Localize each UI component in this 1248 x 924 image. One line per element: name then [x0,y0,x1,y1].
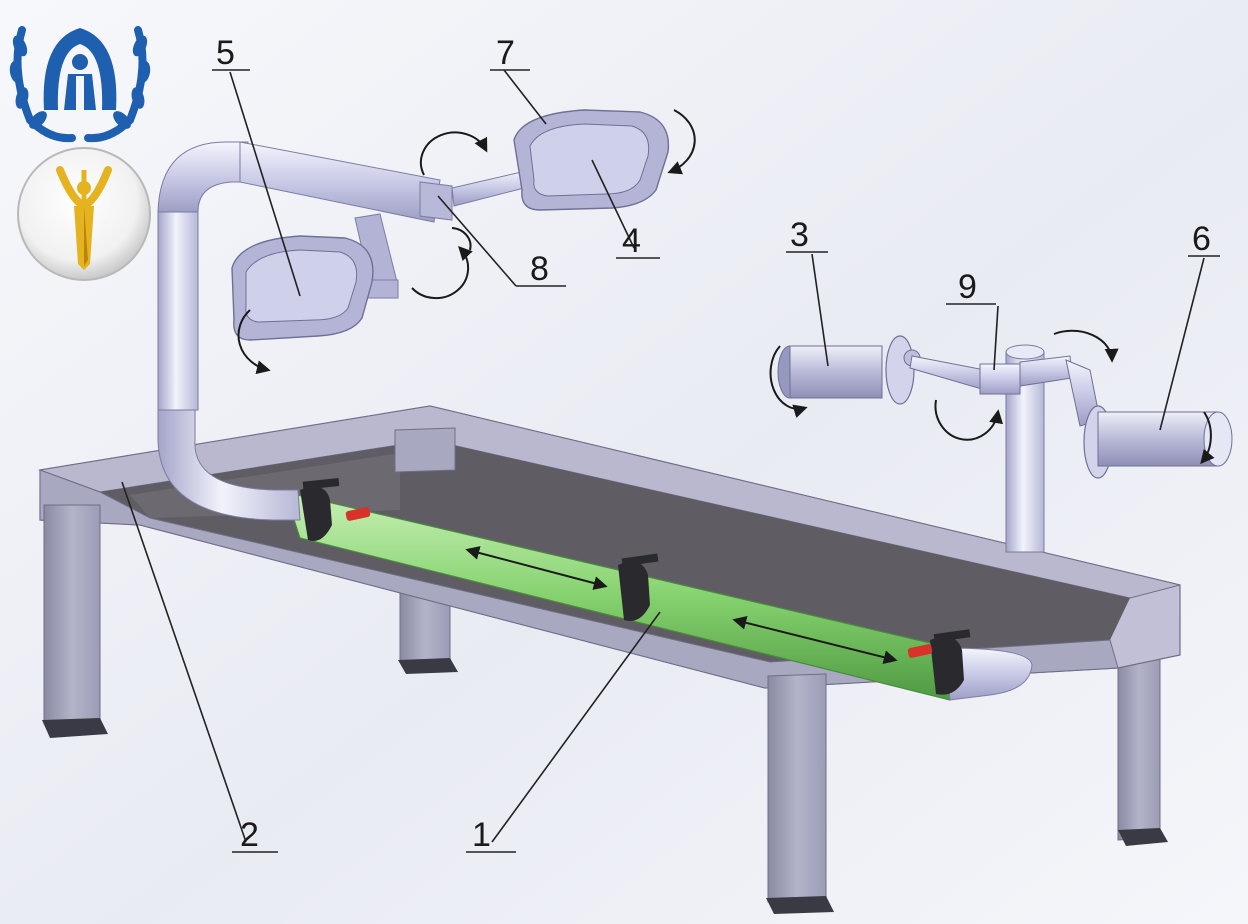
callout-5: 5 [216,34,235,72]
callout-numbers: 1 2 3 4 5 6 7 8 9 [216,34,1211,854]
callout-9: 9 [958,268,977,306]
callout-4: 4 [622,222,641,260]
callout-leaders [121,69,1220,853]
callout-2: 2 [240,816,259,854]
foot-pedal-left [231,235,374,341]
callout-1: 1 [472,816,491,854]
callout-3: 3 [790,216,809,254]
rotation-arrows [237,109,1215,465]
callout-6: 6 [1192,220,1211,258]
hand-crank-assembly [777,335,1233,479]
foot-support-arm [157,141,533,521]
callout-8: 8 [530,250,549,288]
slider-rail [284,478,1033,701]
unhcr-emblem-logo [9,26,151,143]
yellow-figure-circle-logo [17,147,151,281]
callout-7: 7 [496,34,515,72]
foot-pedal-right [513,109,670,211]
